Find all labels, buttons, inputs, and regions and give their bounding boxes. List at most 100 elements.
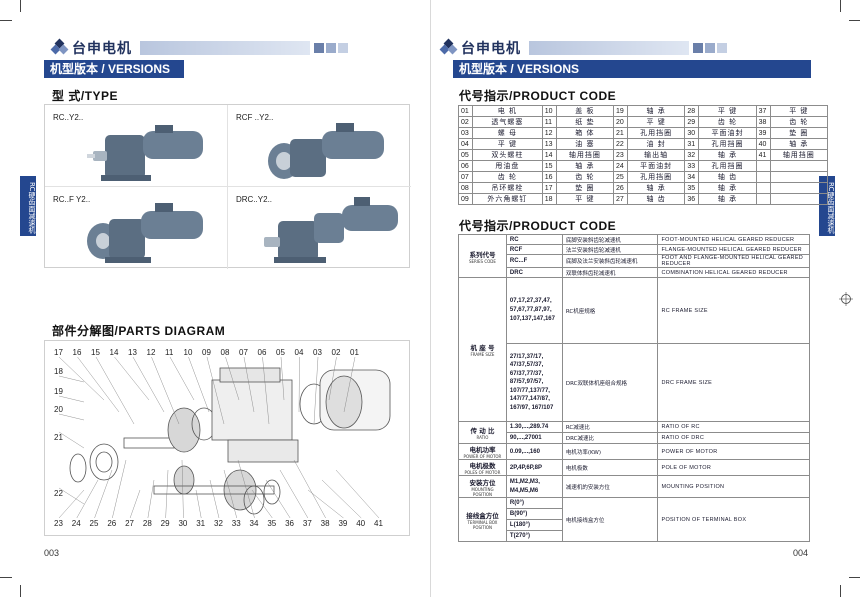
part-callout-label: 37 [303,519,312,528]
gear-motor-icon [87,203,203,263]
part-number: 03 [458,127,473,139]
part-number: 38 [755,116,771,128]
part-callout-label: 10 [184,348,193,357]
ratio-rc-value: 1.30,...,289.74 [505,421,563,433]
series-code-value: DRC [505,267,563,278]
brand-header: 台申电机 [439,38,729,58]
part-callout-label: 16 [73,348,82,357]
part-name: 轴 承 [769,138,829,150]
part-number: 18 [541,193,557,205]
part-leader-line [129,489,141,519]
pole-cn: 电机极数 [561,459,659,476]
mounting-value: M1,M2,M3, M4,M5,M6 [505,475,563,498]
part-number: 10 [541,105,557,117]
part-leader-line [58,395,85,403]
part-name: 平 键 [769,105,829,117]
part-callout-label: 32 [214,519,223,528]
part-number: 12 [541,127,557,139]
part-callout-label: 06 [258,348,267,357]
part-callout-label: 25 [90,519,99,528]
part-callout-label: 05 [276,348,285,357]
terminal-code: R(0°) [505,497,563,509]
part-number: 25 [613,171,629,183]
part-leader-line [181,459,184,519]
page-number: 004 [793,548,809,558]
part-name: 油 塞 [555,138,615,150]
part-number: 14 [541,149,557,161]
part-name: 垫 圈 [769,127,829,139]
part-number: 08 [458,182,473,194]
part-number: 16 [541,171,557,183]
product-code-title: 代号指示/PRODUCT CODE [459,89,617,103]
part-callout-label: 14 [110,348,119,357]
frame-rc-en: RC FRAME SIZE [657,277,810,344]
part-callout-label: 35 [267,519,276,528]
part-callout-label: 03 [313,348,322,357]
part-number: 35 [684,182,700,194]
part-callout-label: 13 [128,348,137,357]
part-number [755,171,771,183]
part-number: 36 [684,193,700,205]
version-bar: 机型版本 / VERSIONS [453,60,811,78]
part-leader-line [58,413,85,421]
part-number: 17 [541,182,557,194]
part-leader-line [243,356,255,413]
part-callout-label: 23 [54,519,63,528]
power-cn: 电机功率(KW) [561,443,659,460]
part-number [755,193,771,205]
part-leader-line [298,356,300,413]
frame-drc-codes: 27/17,37/17, 47/37,57/37, 67/37,77/37, 8… [505,343,563,422]
part-leader-line [95,356,135,425]
part-callout-label: 11 [165,348,174,357]
part-name: 油 封 [627,138,686,150]
ratio-drc-value: 90,...,27001 [505,432,563,444]
part-callout-label: 22 [54,489,63,498]
part-number: 09 [458,193,473,205]
part-callout-label: 20 [54,405,63,414]
part-name: 纸 垫 [555,116,615,128]
part-callout-label: 15 [91,348,100,357]
part-leader-line [321,479,362,519]
part-leader-line [58,356,105,401]
part-callout-label: 04 [295,348,304,357]
part-name: 孔用挡圈 [627,127,686,139]
part-number: 29 [684,116,700,128]
part-callout-label: 31 [196,519,205,528]
type-title: 型 式/TYPE [52,89,119,103]
pole-value: 2P,4P,6P,8P [505,459,563,476]
part-name: 平面油封 [627,160,686,172]
part-name: 孔用挡圈 [698,138,757,150]
type-label: RC..Y2.. [53,113,84,122]
terminal-code: B(90°) [505,508,563,520]
part-name: 齿 轮 [555,171,615,183]
part-leader-line [58,431,85,449]
part-leader-line [206,356,225,425]
gear-motor-icon [87,125,203,181]
product-code-title-2: 代号指示/PRODUCT CODE [459,219,617,233]
part-callout-label: 18 [54,367,63,376]
part-leader-line [328,356,337,401]
ratio-rc-en: RATIO OF RC [657,421,810,433]
part-leader-line [343,356,356,413]
part-leader-line [223,469,237,519]
part-number: 01 [458,105,473,117]
part-number: 22 [613,138,629,150]
part-number: 05 [458,149,473,161]
part-leader-line [335,469,380,519]
part-number: 37 [755,105,771,117]
side-tab: RC硬齿面减速机 [20,176,36,236]
part-name: 齿 轮 [472,171,543,183]
part-callout-label: 19 [54,387,63,396]
part-number: 34 [684,171,700,183]
part-leader-line [293,459,326,519]
